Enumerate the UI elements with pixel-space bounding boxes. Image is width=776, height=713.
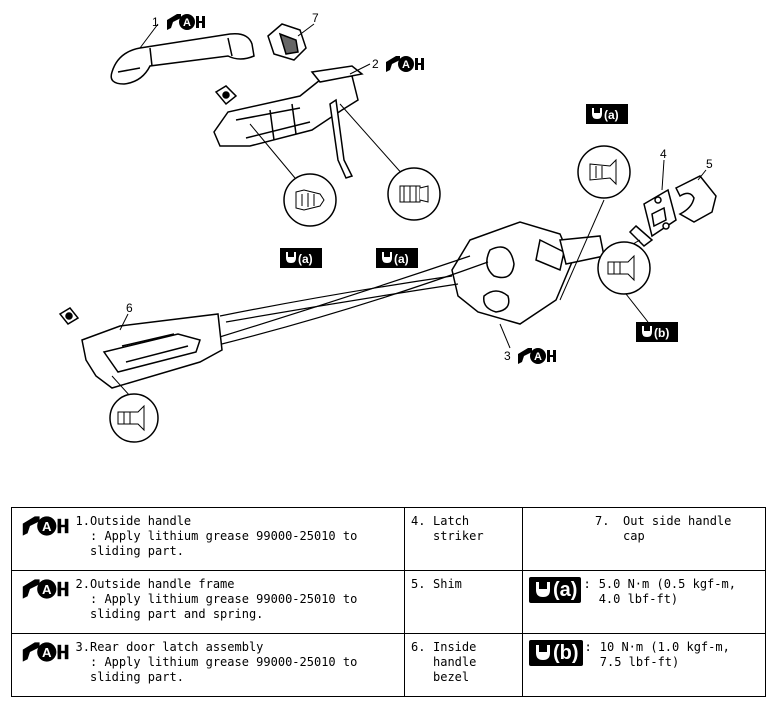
torque-icon: (a) xyxy=(529,577,582,603)
legend-cell: 4. Latch striker xyxy=(404,507,523,571)
torque-icon: (b) xyxy=(529,640,583,666)
item-title: Latch xyxy=(433,514,470,528)
torque-label-a: (a) xyxy=(394,252,409,266)
callout-7: 7 xyxy=(312,11,319,25)
grease-icon xyxy=(518,348,556,364)
item-number: 4. xyxy=(411,514,426,528)
legend-table: 1. Outside handle : Apply lithium grease… xyxy=(11,507,766,697)
screw-detail xyxy=(109,393,159,443)
callout-6: 6 xyxy=(126,301,133,315)
item-note: sliding part and spring. xyxy=(90,607,264,621)
latch-striker xyxy=(628,188,677,247)
item-note: : Apply lithium grease 99000-25010 to xyxy=(90,592,358,606)
item-title: Outside handle xyxy=(90,514,192,528)
legend-row: 1. Outside handle : Apply lithium grease… xyxy=(11,507,766,571)
screw-detail xyxy=(597,241,651,295)
callout-5: 5 xyxy=(706,157,713,171)
callout-1: 1 xyxy=(152,15,159,29)
clip-nut xyxy=(214,85,238,106)
item-number: 6. xyxy=(411,640,426,654)
screw-detail xyxy=(577,145,631,199)
door-hardware-diagram: A 1 7 2 (a) xyxy=(58,11,717,443)
outside-handle-cap xyxy=(267,23,307,61)
torque-value: 7.5 lbf-ft) xyxy=(599,655,680,669)
item-note: sliding part. xyxy=(90,544,184,558)
callout-2: 2 xyxy=(372,57,379,71)
item-title: handle xyxy=(433,655,477,669)
legend-cell: 6. Inside handle bezel xyxy=(404,633,523,697)
item-number: 1. xyxy=(75,514,90,528)
item-title: Out side handle cap xyxy=(623,514,732,543)
item-number: 2. xyxy=(75,577,90,591)
item-note: sliding part. xyxy=(90,670,184,684)
control-cables xyxy=(209,255,489,347)
torque-label-b: (b) xyxy=(654,326,669,340)
legend-cell: 1. Outside handle : Apply lithium grease… xyxy=(11,507,405,571)
grease-icon: 3. xyxy=(18,640,90,664)
item-title: Rear door latch assembly xyxy=(90,640,264,654)
legend-cell: 3. Rear door latch assembly : Apply lith… xyxy=(11,633,405,697)
legend-cell: 7. Out side handle cap xyxy=(522,507,766,571)
legend-cell: (b) : 10 N·m (1.0 kgf-m, 7.5 lbf-ft) xyxy=(522,633,766,697)
item-title: bezel xyxy=(433,670,470,684)
item-separator: : xyxy=(583,577,591,591)
item-note: : Apply lithium grease 99000-25010 to xyxy=(90,655,358,669)
callout-4: 4 xyxy=(660,147,667,161)
item-number: 3. xyxy=(75,640,90,654)
screw-detail xyxy=(387,167,441,221)
item-title: striker xyxy=(433,529,484,543)
rear-door-latch-assembly xyxy=(451,221,605,325)
item-number: 7. xyxy=(595,514,610,528)
legend-cell: 2. Outside handle frame : Apply lithium … xyxy=(11,570,405,634)
grease-icon xyxy=(167,14,205,30)
outside-handle-frame xyxy=(213,65,364,179)
torque-value: 10 N·m (1.0 kgf-m, xyxy=(599,640,730,654)
legend-row: 2. Outside handle frame : Apply lithium … xyxy=(11,570,766,634)
outside-handle xyxy=(110,32,255,85)
torque-value: 4.0 lbf-ft) xyxy=(598,592,679,606)
grease-icon: 1. xyxy=(18,514,90,538)
grease-icon xyxy=(386,56,424,72)
item-title: Outside handle frame xyxy=(90,577,235,591)
shim xyxy=(674,175,717,223)
torque-label-a: (a) xyxy=(604,108,619,122)
clip-nut xyxy=(58,307,80,325)
item-title: Shim xyxy=(433,577,462,591)
grease-icon: 2. xyxy=(18,577,90,601)
torque-label-a: (a) xyxy=(298,252,313,266)
screw-detail xyxy=(283,173,337,227)
item-note: : Apply lithium grease 99000-25010 to xyxy=(90,529,358,543)
item-title: Inside xyxy=(433,640,477,654)
torque-value: 5.0 N·m (0.5 kgf-m, xyxy=(598,577,736,591)
legend-row: 3. Rear door latch assembly : Apply lith… xyxy=(11,633,766,697)
item-number: 5. xyxy=(411,577,426,591)
legend-cell: 5. Shim xyxy=(404,570,523,634)
inside-handle-bezel xyxy=(81,313,223,389)
torque-label-a: (a) xyxy=(553,579,578,601)
legend-cell: (a) : 5.0 N·m (0.5 kgf-m, 4.0 lbf-ft) xyxy=(522,570,766,634)
callout-3: 3 xyxy=(504,349,511,363)
item-separator: : xyxy=(584,640,592,654)
torque-label-b: (b) xyxy=(553,642,579,664)
